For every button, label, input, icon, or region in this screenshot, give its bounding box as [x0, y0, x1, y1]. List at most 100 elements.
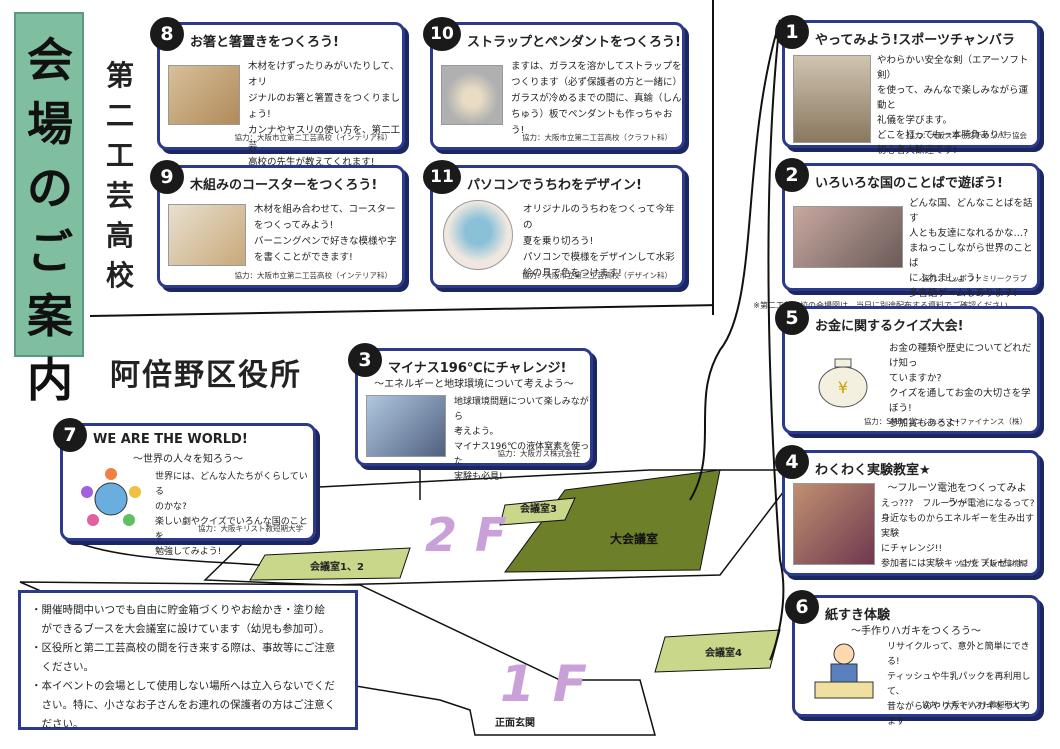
booth-body-line: を書くことができます!: [254, 252, 353, 263]
notice-box: ・開催時間中いつでも自由に貯金箱づくりやお絵かき・塗り絵 ができるブースを大会議…: [18, 590, 358, 730]
booth-title: 紙すき体験: [825, 608, 891, 623]
page-title-block: 会場のご案内: [14, 12, 84, 407]
booth-body-line: マイナス196℃の液体窒素を使った: [454, 442, 590, 467]
booth-body-line: 勉強してみよう!: [155, 547, 222, 557]
room3-label: 会議室3: [520, 504, 557, 515]
booth-card-10: 10 ストラップとペンダントをつくろう! ますは、ガラスを溶かしてストラップを …: [423, 17, 685, 150]
booth-body-line: 木材をけずったりみがいたりして、オリ: [248, 61, 400, 88]
booth-body-line: えっ??? フルーツが電池になるって?: [881, 499, 1035, 509]
booth-body-line: オリジナルのうちわをつくって今年の: [523, 204, 675, 231]
booth-card-5: 5 お金に関するクイズ大会! ¥ お金の種類や歴史についてどれだけ知っ ています…: [775, 301, 1040, 434]
notice-line: ください。: [31, 661, 94, 673]
connector-line-1: [689, 19, 781, 501]
booth-body-line: 楽しい劇やクイズでいろんな国のことを: [155, 517, 308, 542]
language-game-photo: [793, 206, 903, 268]
booth-credit: 協力：大阪スポーツチャンバラ協会: [907, 131, 1027, 140]
booth-body-line: 昔ながらのやり方でハガキをつくります: [887, 702, 1032, 727]
booth-body-line: にチャレンジ!!: [881, 544, 943, 554]
booth-body-line: カンナやヤスリの使い方を、第二工芸: [248, 125, 401, 152]
page-title: 会場のご案内: [27, 33, 73, 407]
booth-credit: 協力：大阪キリスト教短期大学: [198, 524, 303, 533]
booth-body-line: 身近なものからエネルギーを生み出す実験: [881, 514, 1035, 539]
booth-card-6: 6 紙すき体験 ～手作りハガキをつくろう～ リサイクルって、意外と簡単にできる!…: [785, 590, 1040, 727]
main-hall-room: [504, 469, 721, 573]
booth-body-line: 多言語ゲームもあります!: [909, 288, 1018, 299]
booth-body-line: 参加者には実験キットをプレゼント!: [881, 559, 1029, 569]
booth-card-9: 9 木組みのコースターをつくろう! 木材を組み合わせて、コースター をつくってみ…: [150, 160, 405, 288]
ward-office-name: 阿倍野区役所: [110, 358, 302, 393]
booth-body-line: 礼儀を学びます。: [877, 115, 953, 126]
booth-card-4: 4 わくわく実験教室★ ～フルーツ電池をつくってみよう～ えっ??? フルーツが…: [775, 445, 1040, 576]
booth-number: 11: [423, 160, 461, 194]
booth-body-line: リサイクルって、意外と簡単にできる!: [887, 642, 1030, 667]
room12-label: 会議室1、2: [310, 562, 364, 573]
booth-subtitle: ～世界の人々を知ろう～: [133, 454, 243, 465]
booth-number: 2: [775, 158, 809, 192]
booth-body-line: 世界には、どんな人たちがくらしている: [155, 472, 308, 497]
booth-body-line: 参加賞もあるよ!: [889, 418, 960, 429]
booth-body-line: を使って、みんなで楽しみながら運動と: [877, 85, 1029, 111]
booth-body-line: ティッシュや牛乳パックを再利用して、: [887, 672, 1031, 697]
school-frame-vertical: [712, 0, 714, 315]
notice-line: ださい。: [31, 718, 84, 730]
booth-title: WE ARE THE WORLD!: [93, 432, 248, 447]
booth-body-line: やわらかい安全な剣（エアーソフト剣）: [877, 55, 1029, 81]
notice-line: ・開催時間中いつでも自由に貯金箱づくりやお絵かき・塗り絵: [31, 604, 325, 616]
booth-body-line: まねっこしながら世界のことば: [909, 243, 1033, 269]
svg-text:¥: ¥: [838, 378, 848, 397]
room4-shape: [654, 629, 781, 673]
coaster-photo: [168, 204, 246, 266]
sports-chanbara-photo: [793, 55, 871, 143]
booth-title: お箸と箸置きをつくろう!: [190, 35, 339, 50]
chopsticks-photo: [168, 65, 240, 125]
notice-line: ・区役所と第二工芸高校の間を行き来する際は、事故等にご注意: [31, 642, 336, 654]
booth-title: わくわく実験教室★: [815, 463, 931, 478]
connector-line-3: [399, 464, 421, 500]
booth-subtitle: ～フルーツ電池をつくってみよう～: [887, 483, 1027, 509]
booth-credit: 協力：大阪市立第二工芸高校（インテリア科）: [234, 133, 393, 142]
booth-card-11: 11 パソコンでうちわをデザイン! オリジナルのうちわをつくって今年の 夏を乗り…: [423, 160, 685, 288]
booth-number: 6: [785, 590, 819, 624]
booth-title: お金に関するクイズ大会!: [815, 319, 964, 334]
booth-body-line: つくります（必ず保護者の方と一緒に）: [511, 77, 683, 88]
money-bag-icon: ¥: [815, 345, 871, 409]
booth-body-line: ジナルのお箸と箸置きをつくりましょう!: [248, 93, 401, 120]
booth-body-line: にふれましょう!: [909, 273, 980, 284]
booth-number: 9: [150, 160, 184, 194]
booth-body-line: ますは、ガラスを溶かしてストラップを: [511, 61, 682, 72]
booth-title: パソコンでうちわをデザイン!: [467, 178, 642, 193]
connector-line-2: [767, 19, 785, 661]
booth-body-line: バーニングペンで好きな模様や字: [254, 236, 397, 247]
connector-line-4: [69, 539, 261, 566]
booth-credit: 協力：大阪ガス株式会社: [497, 449, 581, 458]
booth-body-line: 地球環境問題について楽しみながら: [454, 397, 589, 422]
booth-number: 10: [423, 17, 461, 51]
booth-body-line: 人とも友達になれるかな…?: [909, 228, 1029, 239]
main-hall-label: 大会議室: [610, 532, 659, 546]
booth-title: いろいろな国のことばで遊ぼう!: [815, 176, 1003, 191]
booth-body-line: ちゅう）板でペンダントも作っちゃおう!: [511, 109, 673, 136]
booth-number: 8: [150, 17, 184, 51]
booth-credit: 協力：大阪市立第二工芸高校（クラフト科）: [522, 133, 672, 142]
booth-body-line: クイズを通してお金の大切さを学ぼう!: [889, 388, 1031, 414]
booth-body-line: 初心者大歓迎です!: [877, 145, 957, 156]
booth-card-2: 2 いろいろな国のことばで遊ぼう! どんな国、どんなことばを話す 人とも友達にな…: [775, 158, 1040, 299]
world-children-icon: [77, 466, 145, 532]
room12-shape: [249, 547, 411, 581]
booth-credit: 協力：大阪市立第二工芸高校（デザイン科）: [522, 271, 672, 280]
booth-credit: 協力：大阪キリスト教短期大学: [922, 700, 1027, 709]
entrance-label: 正面玄関: [495, 718, 535, 729]
paper-making-icon: [809, 638, 879, 704]
booth-card-7: 7 WE ARE THE WORLD! ～世界の人々を知ろう～ 世界には、どんな…: [53, 418, 316, 557]
booth-number: 7: [53, 418, 87, 452]
booth-body-line: ていますか?: [889, 373, 942, 384]
booth-body-line: パソコンで模様をデザインして水彩: [523, 252, 675, 263]
floor-1f-label: 1F: [500, 655, 605, 713]
room3-shape: [499, 497, 576, 526]
booth-number: 3: [348, 343, 382, 377]
booth-title: 木組みのコースターをつくろう!: [190, 178, 378, 193]
booth-credit: 協力：SMBCコンシューマーファイナンス（株）: [863, 417, 1027, 426]
booth-body-line: どんな国、どんなことばを話す: [909, 198, 1033, 224]
room4-label: 会議室4: [705, 648, 742, 659]
booth-credit: 協力：大阪市環境局: [959, 559, 1028, 568]
